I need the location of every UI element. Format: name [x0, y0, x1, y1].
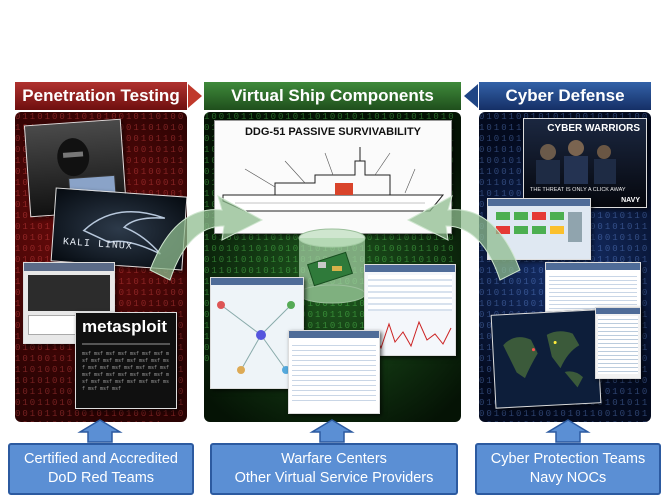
cylinder-icon: [298, 228, 366, 304]
metasploit-screen: metasploit msf msf msf msf msf msf msf m…: [75, 312, 177, 409]
cyber-protection-line1: Cyber Protection Teams: [490, 451, 646, 467]
control-panel-window: [487, 198, 591, 260]
warfare-centers-box: Warfare Centers Other Virtual Service Pr…: [210, 443, 458, 495]
red-teams-line2: DoD Red Teams: [47, 470, 155, 486]
kali-linux-screen: KALI LINUX: [50, 187, 187, 271]
metasploit-label: metasploit: [82, 317, 168, 336]
header-cyber-defense: Cyber Defense: [479, 82, 651, 110]
status-list-window: [595, 307, 641, 379]
cyber-protection-line2: Navy NOCs: [529, 470, 607, 486]
header-virtual-ship-label: Virtual Ship Components: [231, 86, 434, 105]
world-map-icon: [503, 331, 583, 388]
warfare-centers-line1: Warfare Centers: [281, 451, 387, 467]
dragon-icon: [82, 211, 166, 255]
header-virtual-ship-components: Virtual Ship Components: [204, 82, 461, 110]
header-cyber-defense-label: Cyber Defense: [505, 86, 625, 105]
cyber-protection-box: Cyber Protection Teams Navy NOCs: [475, 443, 661, 495]
cyber-warriors-title: CYBER WARRIORS: [547, 123, 640, 134]
red-teams-line1: Certified and Accredited: [24, 451, 178, 467]
warfare-centers-line2: Other Virtual Service Providers: [234, 470, 434, 486]
up-arrow-right-icon: [545, 419, 591, 443]
network-icon: [217, 301, 295, 374]
circuit-board-cylinder: [296, 228, 368, 306]
console-lines: msf msf msf msf msf msf msf msf msf msf …: [82, 351, 170, 392]
ship-icon: [222, 147, 445, 212]
up-arrow-left-icon: [77, 419, 123, 443]
up-arrow-center-icon: [309, 419, 355, 443]
panel-cyber-defense: 0101100101011001010110010101100101011001…: [479, 112, 651, 422]
red-teams-box: Certified and Accredited DoD Red Teams: [8, 443, 194, 495]
log-table-window: [288, 330, 380, 414]
arrow-left-icon: [464, 84, 478, 108]
warriors-icon: [536, 140, 616, 184]
arrow-right-icon: [188, 84, 202, 108]
control-grid-icon: [496, 212, 582, 242]
cyber-warriors-poster: CYBER WARRIORS THE THREAT IS ONLY A CLIC…: [523, 118, 647, 208]
ship-survivability-diagram: DDG-51 PASSIVE SURVIVABILITY: [214, 120, 452, 234]
header-penetration-testing: Penetration Testing: [15, 82, 187, 110]
cyber-warriors-tagline: THE THREAT IS ONLY A CLICK AWAY: [530, 187, 626, 193]
panel-penetration-testing: 0110100110101001011010010110100101101001…: [15, 112, 187, 422]
signal-chart-icon: [366, 320, 452, 350]
ship-diagram-title: DDG-51 PASSIVE SURVIVABILITY: [244, 126, 422, 138]
navy-label: NAVY: [621, 197, 640, 204]
header-penetration-label: Penetration Testing: [22, 86, 180, 105]
world-map-window: [490, 309, 602, 409]
